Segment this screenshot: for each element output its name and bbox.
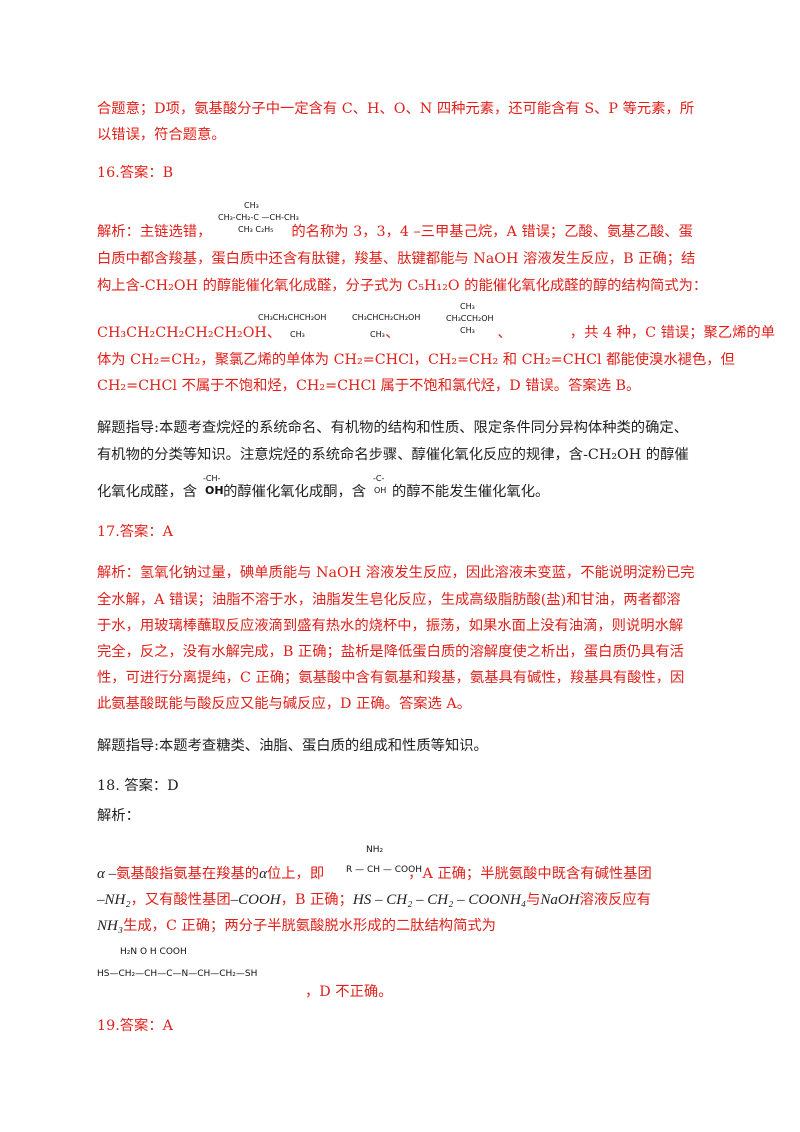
text-line: CH₂=CHCl 不属于不饱和烃，CH₂=CHCl 属于不饱和氯代烃，D 错误。… (97, 378, 641, 394)
structural-formula: H₂N O H COOH (120, 947, 187, 957)
text-line: –NH₂，又有酸性基团–COOH，B 正确；HS – CH₂ – CH₂ – C… (97, 892, 652, 908)
text-line: 全水解，A 错误；油脂不溶于水，油脂发生皂化反应，生成高级脂肪酸(盐)和甘油，两… (97, 592, 681, 608)
structural-formula: R — CH — COOH (346, 865, 422, 875)
answer-17: 17.答案：A (97, 524, 173, 540)
text-line: 白质中都含羧基，蛋白质中还含有肽键，羧基、肽键都能与 NaOH 溶液发生反应，B… (97, 251, 696, 267)
structural-formula: CH₃ (370, 330, 385, 339)
structural-formula: CH₃CHCH₂CH₂OH (352, 313, 421, 322)
analysis-label: 解析： (97, 808, 140, 824)
text-line: CH₃CH₂CH₂CH₂CH₂OH、、、，共 4 种，C 错误；聚乙烯的单 (97, 325, 776, 341)
structural-formula: CH₃ (290, 330, 305, 339)
guidance-line: 解题指导:本题考查烷烃的系统命名、有机物的结构和性质、限定条件同分异构体种类的确… (97, 420, 688, 436)
text-line: 性，可进行分离提纯，C 正确；氨基酸中含有氨基和羧基，氨基具有碱性，羧基具有酸性… (97, 670, 685, 686)
text-line: ，D 不正确。 (305, 984, 393, 1000)
guidance-line: 化氧化成醛，含的醇催化氧化成酮，含的醇不能发生催化氧化。 (97, 484, 550, 500)
structural-formula: -CH- (203, 474, 221, 483)
structural-formula: CH₃ (460, 326, 475, 335)
structural-formula: -C- (373, 474, 385, 483)
text-line: 完全，反之，没有水解完成，B 正确；盐析是降低蛋白质的溶解度使之析出，蛋白质仍具… (97, 644, 684, 660)
guidance-line: 有机物的分类等知识。注意烷烃的系统命名步骤、醇催化氧化反应的规律，含-CH₂OH… (97, 447, 689, 463)
answer-19: 19.答案：A (97, 1018, 173, 1034)
structural-formula: CH₃ C₂H₅ (238, 225, 274, 234)
answer-18: 18. 答案：D (97, 778, 179, 794)
answer-16: 16.答案：B (97, 165, 174, 181)
structural-formula: CH₃ (244, 201, 259, 210)
text-line: 体为 CH₂=CH₂，聚氯乙烯的单体为 CH₂=CHCl，CH₂=CH₂ 和 C… (97, 352, 735, 368)
text-line: 合题意；D项，氨基酸分子中一定含有 C、H、O、N 四种元素，还可能含有 S、P… (97, 101, 695, 117)
structural-formula: CH₃-CH₂-C —CH-CH₃ (218, 213, 299, 222)
text-line: NH₃生成，C 正确；两分子半胱氨酸脱水形成的二肽结构简式为 (97, 918, 496, 934)
guidance-line: 解题指导:本题考查糖类、油脂、蛋白质的组成和性质等知识。 (97, 738, 488, 754)
structural-formula: HS—CH₂—CH—C—N—CH—CH₂—SH (97, 969, 258, 979)
structural-formula: CH₃CCH₂OH (446, 314, 494, 323)
structural-formula: OH (374, 486, 387, 495)
structural-formula: NH₂ (366, 845, 384, 855)
text-line: 解析：氢氧化钠过量，碘单质能与 NaOH 溶液发生反应，因此溶液未变蓝，不能说明… (97, 565, 695, 581)
text-line: 此氨基酸既能与酸反应又能与碱反应，D 正确。答案选 A。 (97, 696, 471, 712)
structural-formula: CH₃CH₂CHCH₂OH (258, 313, 327, 322)
structural-formula: CH₃ (460, 302, 475, 311)
text-line: 以错误，符合题意。 (97, 127, 226, 143)
text-line: 解析：主链选错，的名称为 3，3，4 –三甲基己烷，A 错误；乙酸、氨基乙酸、蛋 (97, 224, 693, 240)
text-line: α –氨基酸指氨基在羧基的α位上，即，A 正确；半胱氨酸中既含有碱性基团 (97, 866, 652, 882)
structural-formula: OH (205, 484, 224, 497)
text-line: 构上含-CH₂OH 的醇能催化氧化成醛，分子式为 C₅H₁₂O 的能催化氧化成醛… (97, 278, 708, 294)
text-line: 于水，用玻璃棒蘸取反应液滴到盛有热水的烧杯中，振荡，如果水面上没有油滴，则说明水… (97, 618, 684, 634)
